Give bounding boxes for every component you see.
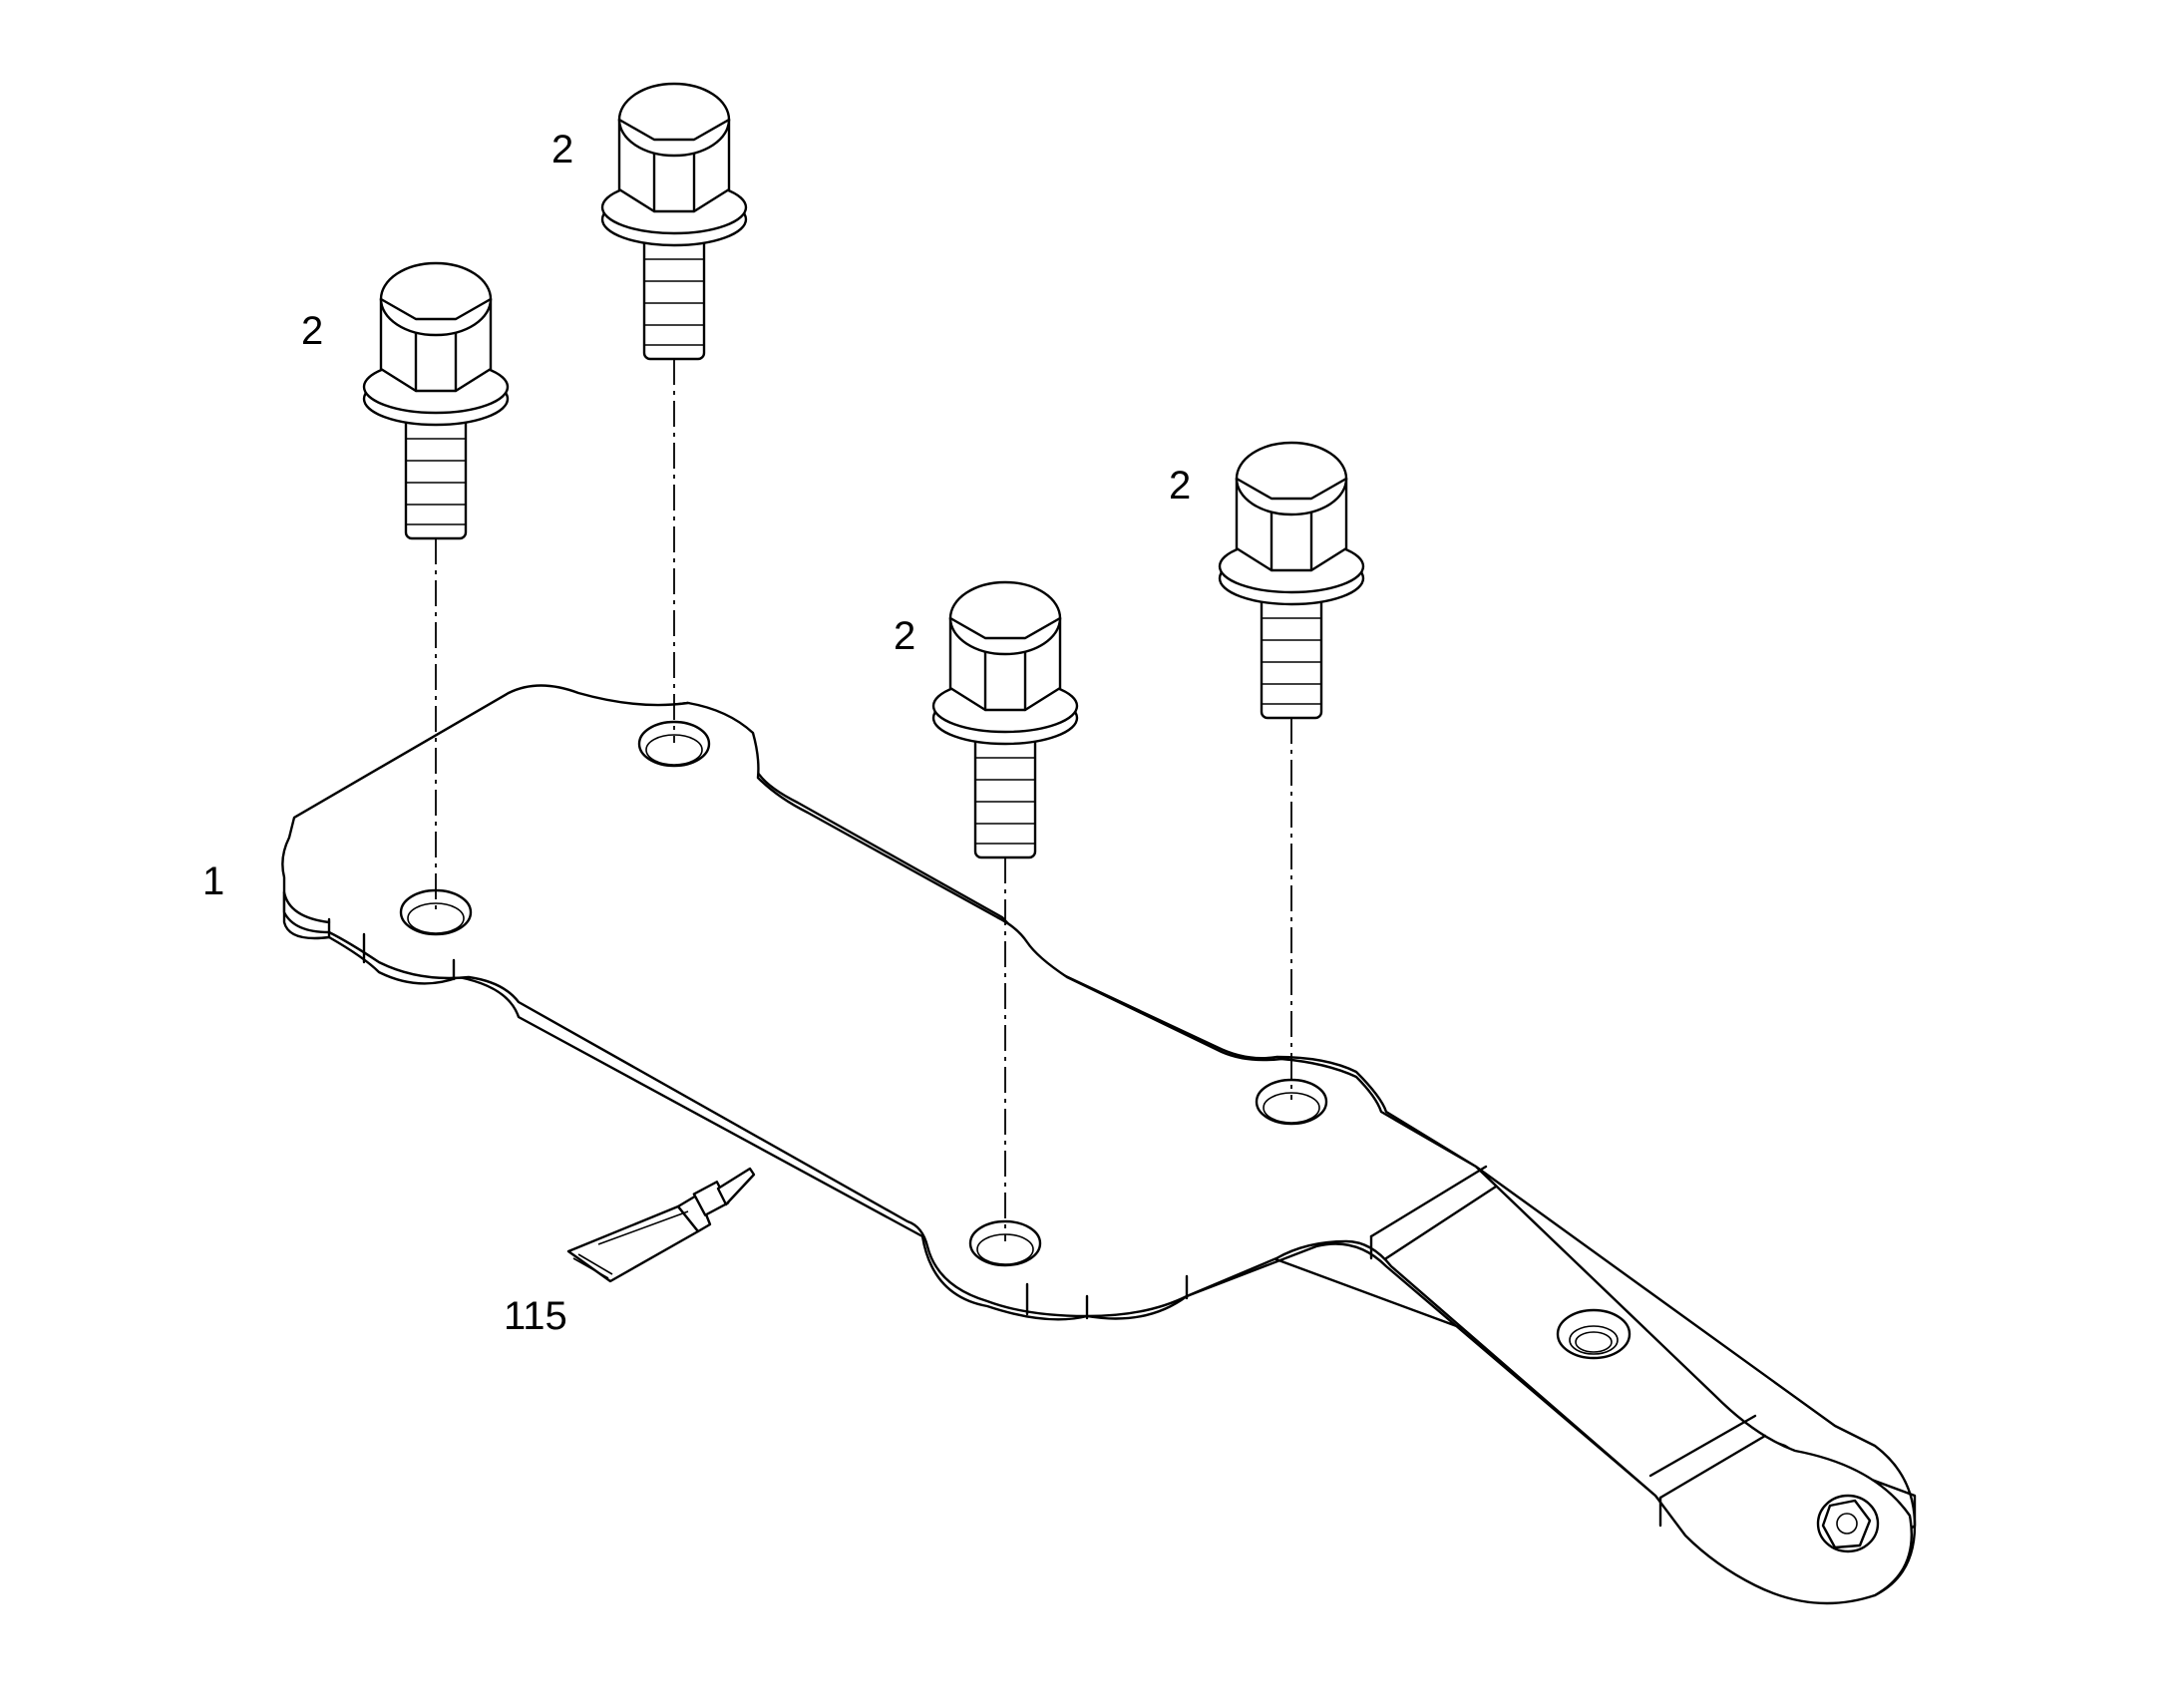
assembly-axis-lines [435, 359, 1292, 1241]
callout-bracket: 1 [202, 859, 224, 903]
mounting-bracket [281, 684, 1917, 1605]
callout-adhesive: 115 [504, 1294, 567, 1338]
callout-bolt-2: 2 [551, 128, 573, 171]
flange-bolt-3 [931, 580, 1079, 859]
adhesive-tube-icon [566, 1167, 756, 1283]
flange-bolt-1 [362, 261, 510, 540]
callout-bolt-4: 2 [1169, 464, 1191, 508]
flange-bolt-4 [1218, 441, 1365, 720]
callout-bolt-3: 2 [894, 614, 915, 658]
flange-bolt-2 [600, 82, 748, 361]
callout-bolt-1: 2 [301, 309, 323, 353]
